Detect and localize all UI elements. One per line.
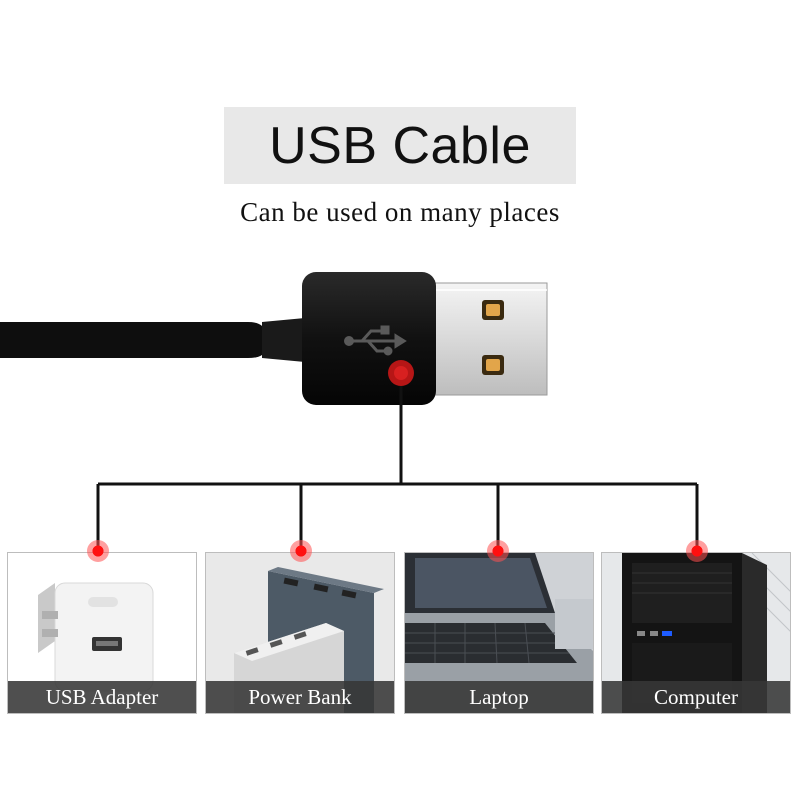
usb-connector-housing (302, 272, 436, 405)
cable-wire (0, 322, 262, 358)
connection-dot (686, 540, 708, 562)
usb-cable-illustration (0, 272, 699, 550)
device-label: Laptop (405, 681, 593, 713)
device-label: Power Bank (206, 681, 394, 713)
usb-trident-icon (344, 325, 407, 356)
strain-relief (262, 318, 305, 362)
title-banner: USB Cable (224, 107, 576, 184)
device-label: USB Adapter (8, 681, 196, 713)
connection-dot (290, 540, 312, 562)
page-subtitle: Can be used on many places (240, 197, 560, 227)
connection-lines (96, 386, 699, 550)
usb-metal-plug (424, 282, 548, 396)
connection-dot (87, 540, 109, 562)
device-card-power-bank: Power Bank (205, 552, 395, 714)
device-label: Computer (602, 681, 790, 713)
device-card-laptop: Laptop (404, 552, 594, 714)
device-card-computer: Computer (601, 552, 791, 714)
connection-dot (487, 540, 509, 562)
device-card-usb-adapter: USB Adapter (7, 552, 197, 714)
page-title: USB Cable (269, 116, 531, 175)
